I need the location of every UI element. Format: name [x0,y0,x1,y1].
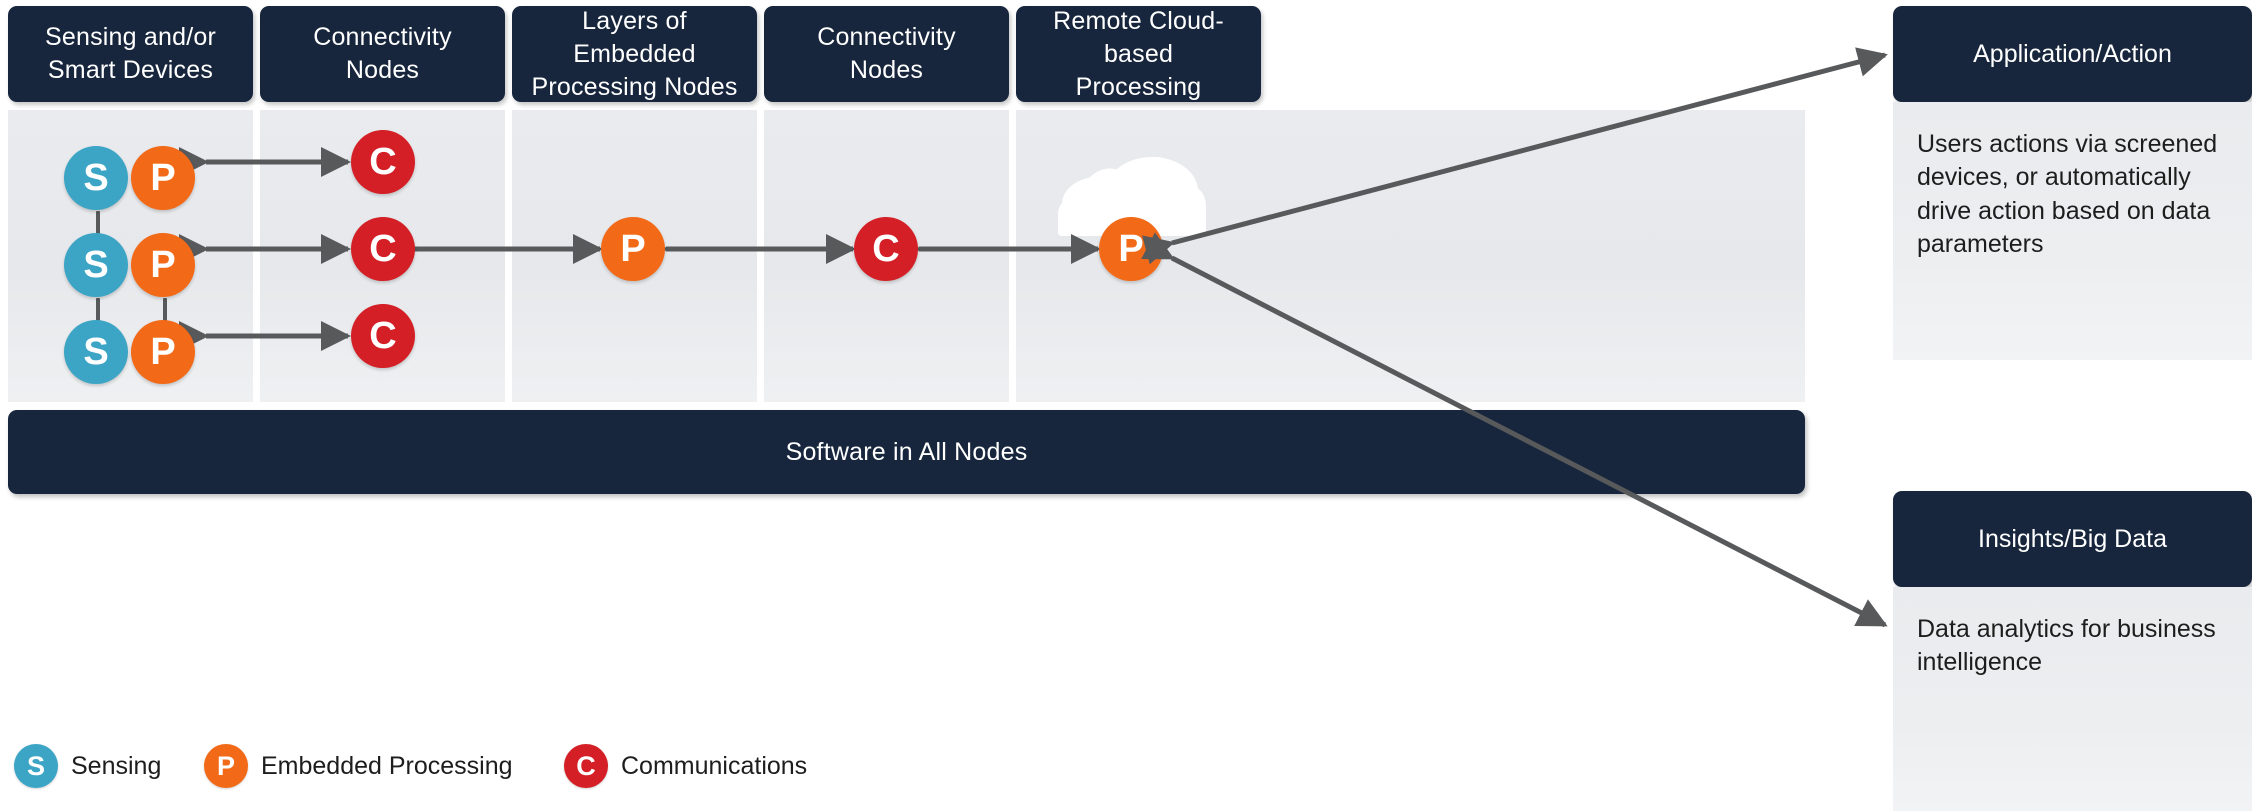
node-p-3[interactable]: P [131,320,195,384]
legend-icon-letter: C [576,750,596,781]
node-letter: C [369,314,397,357]
column-header-line2: Nodes [345,56,420,84]
side-panel-body-insights-big-data: Data analytics for business intelligence [1893,587,2252,811]
column-header-remote-cloud[interactable]: Remote Cloud-based Processing [1016,6,1261,102]
node-p-1[interactable]: P [131,146,195,210]
node-c-3[interactable]: C [351,304,415,368]
legend-label-embedded: Embedded Processing [261,751,513,780]
node-p-mid[interactable]: P [601,217,665,281]
column-header-line2: Processing [1075,72,1202,101]
legend-icon-sensing: S [14,744,58,788]
column-header-line1: Connectivity [817,23,956,51]
side-panel-body-application-action: Users actions via screened devices, or a… [1893,102,2252,360]
side-body-text: Users actions via screened devices, or a… [1917,130,2218,258]
side-panel-heading-application-action[interactable]: Application/Action [1893,6,2252,102]
node-letter: C [369,227,397,270]
node-letter: P [620,227,646,270]
column-header-line2: Nodes [849,56,924,84]
column-header-line1: Remote Cloud-based [1053,6,1224,68]
node-letter: S [83,330,109,373]
column-header-line1: Layers of Embedded [573,6,696,68]
node-s-2[interactable]: S [64,233,128,297]
node-c-mid[interactable]: C [854,217,918,281]
node-letter: P [150,156,176,199]
node-s-1[interactable]: S [64,146,128,210]
column-header-connectivity-1[interactable]: Connectivity Nodes [260,6,505,102]
legend-item-embedded: P Embedded Processing [204,740,564,792]
node-s-3[interactable]: S [64,320,128,384]
column-header-line2: Smart Devices [47,56,214,84]
node-letter: S [83,243,109,286]
node-letter: P [150,330,176,373]
node-letter: S [83,156,109,199]
architecture-panel: Sensing and/or Smart Devices Connectivit… [8,6,1805,668]
column-header-embedded-processing[interactable]: Layers of Embedded Processing Nodes [512,6,757,102]
legend-label-communications: Communications [621,751,808,780]
node-letter: C [872,227,900,270]
side-body-text: Data analytics for business intelligence [1917,615,2216,677]
side-heading-label: Application/Action [1973,39,2172,68]
legend-item-communications: C Communications [564,740,807,792]
node-c-2[interactable]: C [351,217,415,281]
node-letter: P [1118,227,1144,270]
node-c-1[interactable]: C [351,130,415,194]
column-header-connectivity-2[interactable]: Connectivity Nodes [764,6,1009,102]
software-in-all-nodes-bar[interactable]: Software in All Nodes [8,410,1805,494]
column-band-sensing-devices [8,110,253,402]
legend-icon-letter: S [26,750,45,781]
side-heading-label: Insights/Big Data [1978,524,2167,553]
column-header-line1: Sensing and/or [45,23,216,51]
legend-icon-embedded: P [204,744,248,788]
legend-icon-letter: P [216,750,235,781]
column-header-sensing-devices[interactable]: Sensing and/or Smart Devices [8,6,253,102]
software-bar-label: Software in All Nodes [785,437,1028,466]
legend-item-sensing: S Sensing [14,740,204,792]
node-letter: P [150,243,176,286]
legend-icon-communications: C [564,744,608,788]
column-header-line1: Connectivity [313,23,452,51]
column-header-line2: Processing Nodes [531,72,738,101]
legend: S Sensing P Embedded Processing C Commun… [14,740,807,792]
node-p-2[interactable]: P [131,233,195,297]
node-letter: C [369,140,397,183]
node-p-cloud[interactable]: P [1099,217,1163,281]
side-panel-heading-insights-big-data[interactable]: Insights/Big Data [1893,491,2252,587]
legend-label-sensing: Sensing [71,751,162,780]
